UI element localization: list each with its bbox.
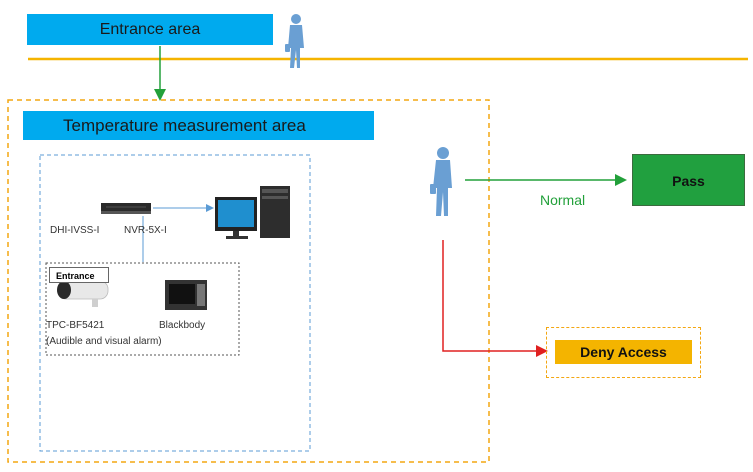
nvr-label: NVR-5X-I <box>124 225 167 236</box>
device-group-border <box>45 262 240 356</box>
blackbody-label: Blackbody <box>159 320 206 331</box>
temperature-area-label: Temperature measurement area <box>23 111 374 140</box>
person-walking-icon <box>430 147 452 216</box>
deny-access-border <box>546 327 701 378</box>
alarm-label: (Audible and visual alarm) <box>46 336 162 347</box>
nvr-device-icon <box>101 203 151 214</box>
ivss-label: DHI-IVSS-I <box>50 225 100 236</box>
blackbody-icon <box>165 280 207 310</box>
bullet-camera-icon <box>57 280 109 307</box>
pass-box: Pass <box>632 154 745 206</box>
equipment-zone-border <box>39 154 311 452</box>
camera-label: TPC-BF5421 <box>46 320 105 331</box>
person-walking-icon <box>285 14 304 68</box>
entrance-tag: Entrance <box>49 267 109 283</box>
normal-label: Normal <box>540 192 586 208</box>
entrance-area-label: Entrance area <box>27 14 273 45</box>
deny-access-box: Deny Access <box>555 340 692 364</box>
measurement-zone-border <box>7 99 490 463</box>
deny-arrow <box>442 240 548 357</box>
desktop-computer-icon <box>215 186 290 239</box>
